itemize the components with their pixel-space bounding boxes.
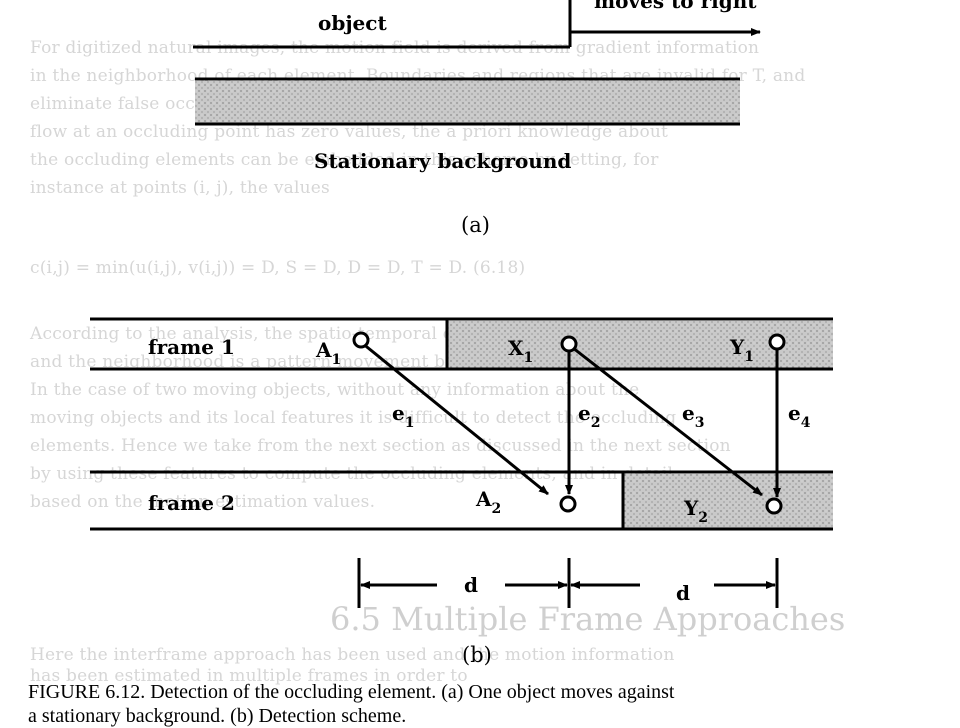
label-x1: X1 — [508, 336, 533, 366]
label-y1-base: Y — [729, 335, 745, 359]
label-a2-base: A — [475, 487, 492, 511]
label-y2-base: Y — [683, 496, 699, 520]
label-x1-sub: 1 — [524, 350, 534, 366]
caption-line-1: FIGURE 6.12. Detection of the occluding … — [28, 681, 675, 703]
panel-a: object moves to right Stationary backgro… — [193, 0, 761, 237]
vector-e3 — [572, 346, 763, 497]
object-label: object — [318, 11, 387, 35]
point-x1 — [560, 335, 578, 353]
label-e2-sub: 2 — [591, 415, 601, 431]
label-y2-sub: 2 — [698, 510, 708, 526]
figure-caption: FIGURE 6.12. Detection of the occluding … — [28, 680, 948, 728]
label-e1-base: e — [392, 401, 405, 425]
label-a1-base: A — [315, 338, 332, 362]
caption-line-2: a stationary background. (b) Detection s… — [28, 705, 407, 727]
label-e1: e1 — [392, 401, 414, 431]
label-e4: e4 — [788, 401, 811, 431]
point-a2 — [559, 495, 577, 513]
label-e3: e3 — [682, 401, 704, 431]
vector-e1 — [361, 341, 549, 496]
frame2-background — [623, 474, 833, 528]
frame2-label: frame 2 — [148, 491, 235, 515]
label-a1-sub: 1 — [332, 352, 342, 368]
label-e2-base: e — [578, 401, 591, 425]
point-y2 — [765, 497, 783, 515]
frame1-label: frame 1 — [148, 335, 235, 359]
label-a2: A2 — [475, 487, 501, 517]
label-a2-sub: 2 — [492, 501, 502, 517]
background-label: Stationary background — [314, 149, 571, 173]
panel-b: frame 1 frame 2 A1 X1 Y1 A2 Y2 e1 e2 e3 … — [90, 317, 833, 667]
label-e4-base: e — [788, 401, 801, 425]
label-e4-sub: 4 — [801, 415, 811, 431]
motion-label: moves to right — [594, 0, 757, 13]
point-y1 — [768, 333, 786, 351]
label-y1-sub: 1 — [744, 349, 754, 365]
distance-label-1: d — [464, 573, 478, 597]
label-e3-sub: 3 — [695, 415, 705, 431]
stationary-background-band — [195, 81, 740, 123]
point-a1 — [352, 331, 370, 349]
label-a1: A1 — [315, 338, 341, 368]
label-y2: Y2 — [683, 496, 708, 526]
frame1-background — [447, 321, 833, 368]
panel-a-label: (a) — [461, 213, 490, 237]
label-y1: Y1 — [729, 335, 754, 365]
label-e1-sub: 1 — [405, 415, 415, 431]
label-e2: e2 — [578, 401, 600, 431]
label-e3-base: e — [682, 401, 695, 425]
label-x1-base: X — [508, 336, 524, 360]
panel-b-label: (b) — [462, 643, 492, 667]
distance-label-2: d — [676, 581, 690, 605]
